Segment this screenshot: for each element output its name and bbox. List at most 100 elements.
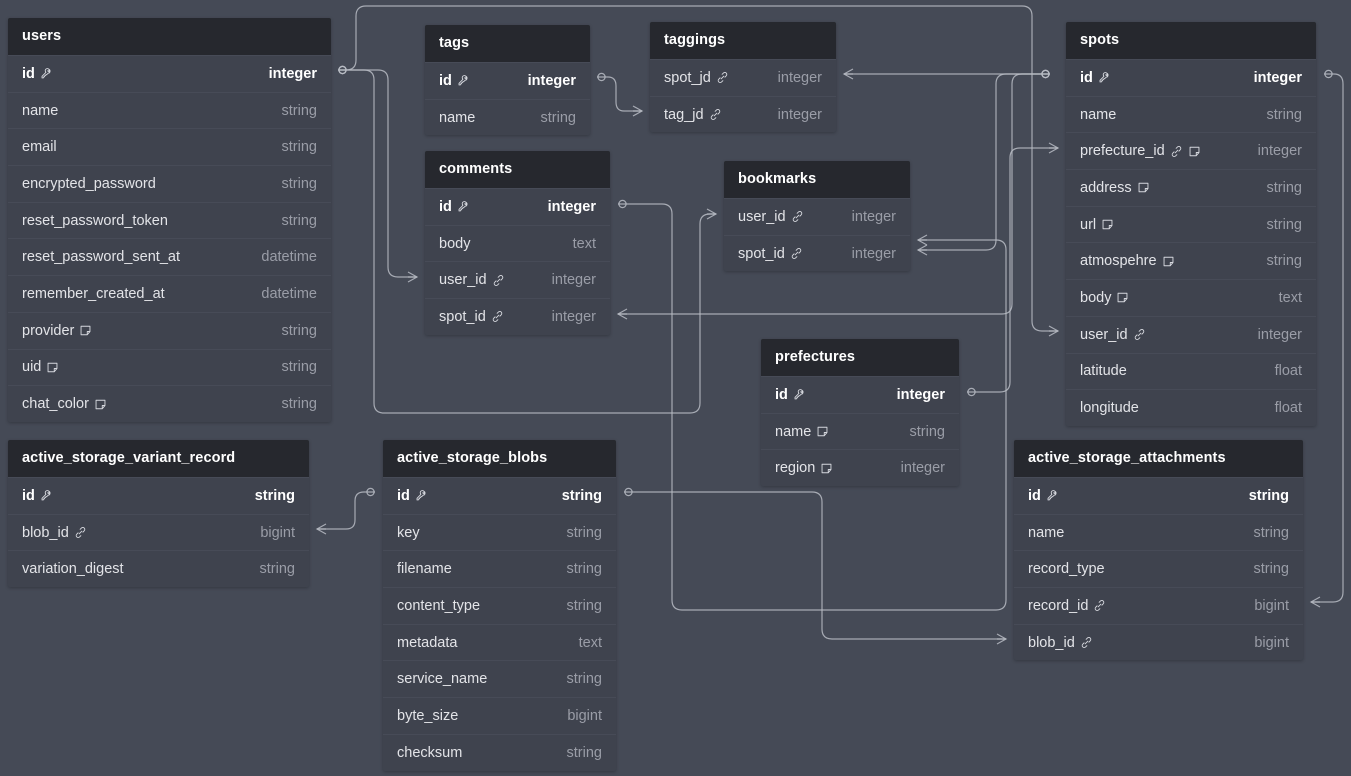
column-name: user_id bbox=[439, 272, 487, 289]
column-type: string bbox=[1253, 524, 1289, 541]
relationship-line bbox=[317, 491, 375, 530]
cardinality-many-end bbox=[706, 208, 718, 220]
column-row[interactable]: longitude float bbox=[1066, 389, 1316, 426]
column-row[interactable]: name string bbox=[1014, 513, 1303, 551]
column-type: string bbox=[281, 102, 317, 119]
column-name: service_name bbox=[397, 671, 488, 688]
key-icon bbox=[1098, 71, 1111, 84]
column-type: integer bbox=[851, 245, 896, 262]
column-name: name bbox=[22, 102, 59, 119]
column-row[interactable]: name string bbox=[8, 91, 331, 129]
note-icon bbox=[79, 324, 92, 337]
column-type: float bbox=[1274, 400, 1302, 417]
column-type: integer bbox=[1253, 69, 1302, 86]
column-type: bigint bbox=[1254, 634, 1289, 651]
column-type: string bbox=[1266, 216, 1302, 233]
cardinality-one-start bbox=[597, 72, 606, 82]
column-name: reset_password_sent_at bbox=[22, 249, 180, 266]
column-type: string bbox=[1253, 561, 1289, 578]
note-icon bbox=[820, 462, 833, 475]
column-type: string bbox=[281, 212, 317, 229]
column-name: record_type bbox=[1028, 561, 1105, 578]
column-type: string bbox=[259, 561, 295, 578]
column-type: string bbox=[1266, 253, 1302, 270]
relationship-line bbox=[338, 69, 417, 278]
link-icon bbox=[790, 247, 803, 260]
column-type: string bbox=[566, 744, 602, 761]
column-row[interactable]: record_type string bbox=[1014, 550, 1303, 587]
link-icon bbox=[791, 210, 804, 223]
column-name: latitude bbox=[1080, 363, 1127, 380]
cardinality-many-end bbox=[315, 523, 327, 535]
column-row[interactable]: url string bbox=[1066, 205, 1316, 243]
key-icon bbox=[40, 489, 53, 502]
cardinality-one-start bbox=[338, 65, 347, 75]
column-type: integer bbox=[1257, 143, 1302, 160]
column-name: longitude bbox=[1080, 400, 1139, 417]
column-name: name bbox=[1028, 524, 1065, 541]
column-type: bigint bbox=[567, 707, 602, 724]
column-name: url bbox=[1080, 216, 1097, 233]
column-name: id bbox=[439, 198, 452, 215]
column-name: address bbox=[1080, 179, 1132, 196]
column-name: region bbox=[775, 460, 816, 477]
relationship-line bbox=[597, 76, 642, 112]
relationship-line bbox=[624, 491, 1006, 640]
